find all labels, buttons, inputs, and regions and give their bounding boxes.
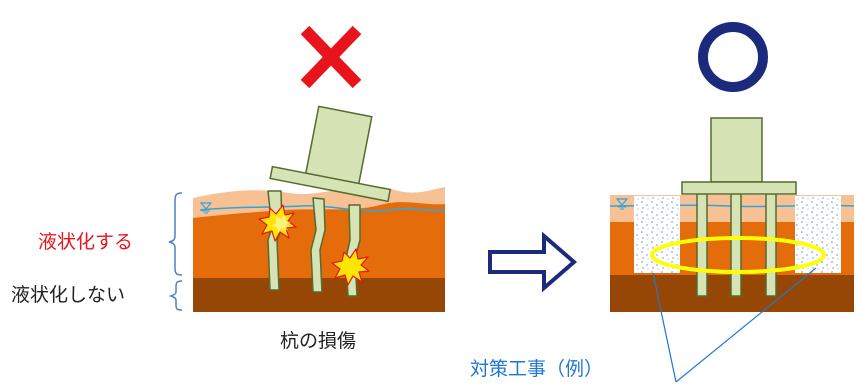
damage-burst-icon bbox=[331, 248, 370, 286]
caption-countermeasure: 対策工事（例） bbox=[470, 358, 604, 380]
upright-footing bbox=[681, 117, 797, 195]
x-mark-icon bbox=[300, 25, 362, 89]
label-liquefies: 液状化する bbox=[38, 231, 134, 253]
tilted-footing bbox=[269, 105, 392, 203]
bad-case bbox=[168, 25, 446, 312]
arrow-right-icon bbox=[488, 231, 578, 293]
good-case bbox=[609, 22, 855, 383]
circle-mark-icon bbox=[698, 22, 768, 92]
caption-pile-damage: 杭の損傷 bbox=[280, 330, 357, 352]
leader-line bbox=[675, 267, 817, 383]
damage-burst-icon bbox=[258, 204, 297, 242]
label-not-liquefies: 液状化しない bbox=[11, 284, 126, 306]
bracket-liquefies bbox=[168, 192, 183, 276]
reinforcement-ring bbox=[650, 236, 826, 274]
bracket-not-liquefies bbox=[168, 280, 183, 311]
leader-line bbox=[652, 272, 677, 383]
